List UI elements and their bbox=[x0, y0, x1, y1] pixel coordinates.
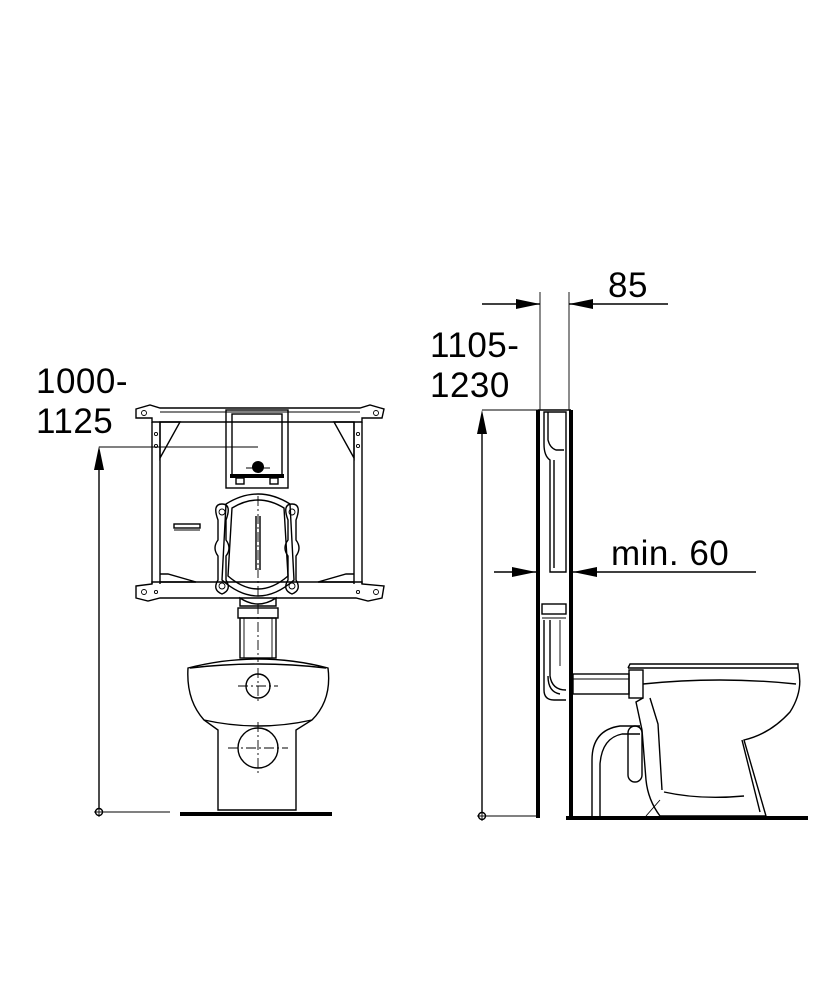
depth-label: 85 bbox=[608, 266, 648, 305]
front-height-dimension bbox=[94, 446, 258, 817]
mounting-frame-front bbox=[135, 404, 385, 602]
toilet-front bbox=[187, 658, 330, 811]
toilet-side bbox=[591, 663, 801, 817]
side-height-label-bottom: 1230 bbox=[430, 366, 510, 405]
side-height-dimension bbox=[477, 409, 538, 821]
front-height-label-bottom: 1125 bbox=[36, 402, 114, 441]
flush-pipe-side bbox=[572, 669, 644, 699]
clearance-dimension bbox=[494, 567, 756, 577]
drain-connector-front bbox=[237, 596, 279, 662]
min-clearance-label: min. 60 bbox=[611, 534, 730, 573]
side-height-label-top: 1105- bbox=[430, 326, 520, 365]
wall-section bbox=[536, 409, 573, 818]
side-view bbox=[477, 292, 808, 821]
cistern-front bbox=[225, 409, 289, 489]
cistern-side bbox=[541, 411, 567, 701]
front-view bbox=[94, 404, 385, 817]
front-height-label-top: 1000- bbox=[36, 362, 129, 401]
flush-opening-front bbox=[214, 493, 300, 597]
depth-dimension bbox=[482, 292, 668, 410]
